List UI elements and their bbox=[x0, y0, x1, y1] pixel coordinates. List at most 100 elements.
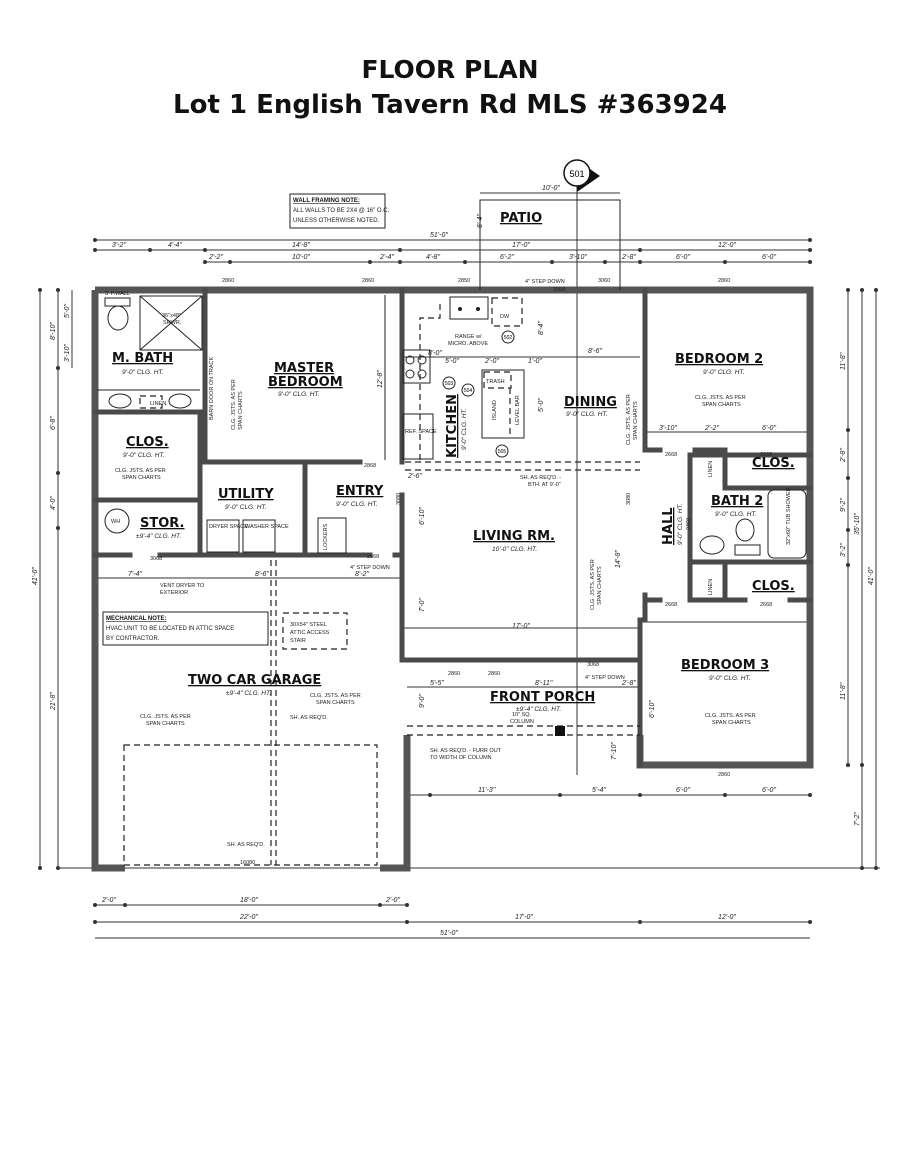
dim-label: 3'-10" bbox=[659, 425, 677, 432]
vent-note: VENT DRYER TO bbox=[160, 583, 205, 589]
dim-label: 7'-4" bbox=[128, 571, 142, 578]
dim-label: 2'-8" bbox=[621, 254, 636, 261]
window-label: 3060 bbox=[598, 278, 610, 284]
note: CLG. JSTS. AS PER bbox=[590, 559, 596, 610]
dim-label: 2'-2" bbox=[704, 425, 719, 432]
note: SPAN CHARTS bbox=[702, 402, 741, 408]
dim-label: 6'-2" bbox=[500, 254, 514, 261]
marker-label: 502 bbox=[504, 335, 513, 341]
attic-note: 30X54" STEEL bbox=[290, 622, 327, 628]
shower-note: 36"x48" bbox=[162, 313, 181, 319]
dim-label: 12'-8" bbox=[377, 370, 384, 388]
room-bedroom-2: BEDROOM 2 bbox=[675, 352, 763, 367]
dim-label: 2'-8" bbox=[621, 680, 636, 687]
door-label: 2868 bbox=[367, 554, 379, 560]
dimension-labels: 51'-0" 3'-2" 4'-4" 14'-8" 17'-0" 12'-0" … bbox=[32, 185, 875, 937]
dim-overall-right: 41'-0" bbox=[868, 567, 875, 585]
room-storage: STOR. bbox=[140, 516, 184, 531]
island: ISLAND bbox=[492, 400, 498, 420]
dim-label: 2'-0" bbox=[385, 897, 400, 904]
door-label: 3068 bbox=[587, 662, 599, 668]
room-front-porch: FRONT PORCH bbox=[490, 690, 595, 705]
dim-label: 14'-8" bbox=[615, 550, 622, 568]
dim-label: 9'-0" bbox=[419, 694, 426, 708]
door-label: 2868 bbox=[364, 463, 376, 469]
marker-label: 504 bbox=[464, 388, 473, 394]
opening-labels: 2860 2860 2850 3060 2860 3068 2868 3068 … bbox=[150, 278, 772, 866]
note: SPAN CHARTS bbox=[633, 401, 639, 440]
ceiling-height: 9'-0" CLG. HT. bbox=[336, 501, 378, 508]
dim-label: 11'-3" bbox=[478, 787, 496, 794]
dim-label: 17'-0" bbox=[515, 914, 533, 921]
marker-label: 503 bbox=[445, 381, 454, 387]
room-kitchen: KITCHEN bbox=[445, 394, 460, 458]
room-closet-3: CLOS. bbox=[752, 579, 795, 594]
column bbox=[555, 726, 565, 736]
opening-label: 3080 bbox=[396, 493, 402, 505]
dim-label: 21'-8" bbox=[50, 692, 57, 711]
dim-label: 14'-8" bbox=[292, 242, 310, 249]
note: CLG. JSTS. AS PER bbox=[695, 395, 746, 401]
dim-label: 12'-0" bbox=[718, 242, 736, 249]
linen: LINEN bbox=[150, 401, 166, 407]
room-bedroom-3: BEDROOM 3 bbox=[681, 658, 769, 673]
range-note: MICRO. ABOVE bbox=[448, 341, 488, 347]
vent-note: EXTERIOR bbox=[160, 590, 188, 596]
dim-label: 2'-0" bbox=[101, 897, 116, 904]
note: SPAN CHARTS bbox=[238, 391, 244, 430]
note: CLG. JSTS. AS PER bbox=[705, 713, 756, 719]
level-bar: LEVEL BAR bbox=[515, 395, 521, 425]
page-subtitle: Lot 1 English Tavern Rd MLS #363924 bbox=[173, 90, 727, 120]
door-label: 2668 bbox=[760, 452, 772, 458]
ceiling-height: ±9'-4" CLG. HT. bbox=[136, 533, 181, 540]
step-down-note: 4" STEP DOWN bbox=[585, 675, 625, 681]
ceiling-height: 9'-0" CLG. HT. bbox=[566, 411, 608, 418]
header-note: BTH. AT 9'-0" bbox=[528, 482, 561, 488]
ceiling-height: 9'-0" CLG. HT. bbox=[715, 511, 757, 518]
dim-label: 3'-2" bbox=[840, 543, 847, 557]
note-line: ALL WALLS TO BE 2X4 @ 16" O.C. bbox=[293, 208, 390, 214]
dim-label: 3'-2" bbox=[112, 242, 126, 249]
note-line: HVAC UNIT TO BE LOCATED IN ATTIC SPACE bbox=[106, 626, 234, 632]
room-living: LIVING RM. bbox=[473, 529, 555, 544]
door-label: 2668 bbox=[760, 602, 772, 608]
ceiling-height: 9'-0" CLG. HT. bbox=[677, 503, 684, 545]
attic-note: ATTIC ACCESS bbox=[290, 630, 330, 636]
dishwasher: DW bbox=[500, 314, 510, 320]
window-label: 2860 bbox=[488, 671, 500, 677]
dim-label: 11'-8" bbox=[840, 352, 847, 370]
dim-label: 2'-0" bbox=[484, 358, 499, 365]
ceiling-height: 9'-0" CLG. HT. bbox=[461, 408, 468, 450]
room-labels: M. BATH 9'-0" CLG. HT. CLOS. 9'-0" CLG. … bbox=[112, 211, 795, 727]
room-closet: CLOS. bbox=[126, 435, 169, 450]
note: CLG. JSTS. AS PER bbox=[231, 379, 237, 430]
column-note: TO WIDTH OF COLUMN bbox=[430, 755, 492, 761]
door-label: 3068 bbox=[553, 287, 565, 293]
dim-label: 6'-0" bbox=[676, 254, 690, 261]
ceiling-height: 10'-0" CLG. HT. bbox=[492, 546, 537, 553]
column-note: 10" SQ. bbox=[512, 712, 532, 718]
step-down-note: 4" STEP DOWN bbox=[350, 565, 390, 571]
window-label: 2850 bbox=[458, 278, 470, 284]
dim-label: 5'-0" bbox=[64, 304, 71, 318]
dim-label: 8'-0" bbox=[428, 350, 442, 357]
window-label: 2860 bbox=[222, 278, 234, 284]
dim-label: 6'-0" bbox=[762, 425, 776, 432]
ceiling-height: 9'-0" CLG. HT. bbox=[225, 504, 267, 511]
room-bath-2: BATH 2 bbox=[711, 494, 763, 509]
ceiling-height: ±9'-4" CLG. HT. bbox=[226, 690, 271, 697]
note: CLG. JSTS. AS PER bbox=[115, 468, 166, 474]
note: SPAN CHARTS bbox=[316, 700, 355, 706]
attic-note: STAIR bbox=[290, 638, 306, 644]
note-line: BY CONTRACTOR. bbox=[106, 636, 160, 642]
dim-label: 5'-0" bbox=[445, 358, 459, 365]
dim-label: 5'-5" bbox=[430, 680, 444, 687]
header-note: SH. AS REQ'D. bbox=[290, 715, 328, 721]
opening-label: 3080 bbox=[626, 493, 632, 505]
section-label: 501 bbox=[569, 169, 584, 179]
section-marker-501: 501 bbox=[563, 159, 600, 192]
dim-label: 7'-10" bbox=[611, 742, 618, 760]
garage-door-label: 16080 bbox=[240, 860, 255, 866]
note: SPAN CHARTS bbox=[712, 720, 751, 726]
